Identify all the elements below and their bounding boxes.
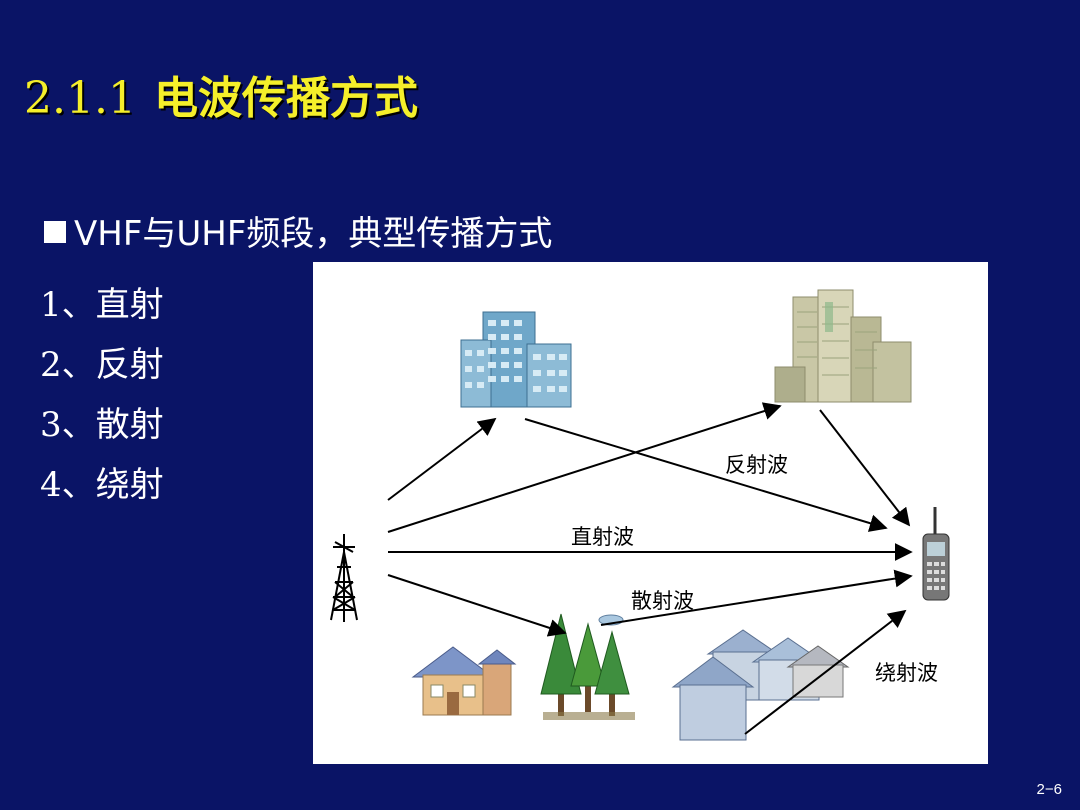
skyscraper-cluster-icon — [774, 289, 912, 403]
diffracted-wave-label: 绕射波 — [875, 661, 938, 685]
list-item: 4、绕射 — [40, 465, 164, 505]
propagation-diagram-svg: 反射波 直射波 散射波 绕射波 — [330, 289, 950, 741]
title-text: 电波传播方式 — [153, 73, 418, 124]
square-bullet-icon — [44, 221, 66, 243]
reflected-wave-label: 反射波 — [725, 453, 788, 477]
page-number: 2−6 — [1036, 781, 1062, 798]
row-houses-icon — [671, 629, 850, 741]
arrow-tower-to-building — [387, 417, 497, 501]
arrow-tower-to-trees — [387, 574, 567, 637]
title-number: 2.1.1 — [24, 73, 136, 124]
list-item: 3、散射 — [40, 405, 164, 445]
arrow-skyscraper-to-phone — [819, 409, 911, 527]
trees-icon — [540, 613, 635, 720]
scattered-wave-label: 散射波 — [631, 589, 694, 613]
list-item: 1、直射 — [40, 285, 164, 325]
house-icon — [411, 646, 517, 716]
direct-wave-label: 直射波 — [571, 525, 634, 549]
subtitle-text: VHF与UHF频段，典型传播方式 — [74, 214, 553, 254]
arrow-diffraction — [744, 609, 907, 735]
list-item: 2、反射 — [40, 345, 164, 385]
arrow-tower-to-skyscraper — [387, 402, 782, 533]
arrow-trees-to-phone — [600, 569, 913, 626]
subtitle: VHF与UHF频段，典型传播方式 — [44, 206, 552, 255]
propagation-diagram: 反射波 直射波 散射波 绕射波 — [313, 262, 988, 764]
antenna-tower-icon — [330, 534, 358, 622]
propagation-list: 1、直射 2、反射 3、散射 4、绕射 — [40, 282, 164, 522]
office-building-icon — [460, 311, 572, 408]
slide-title: 2.1.1 电波传播方式 — [24, 62, 418, 126]
propagation-arrows — [387, 402, 913, 735]
arrow-building-to-phone — [524, 418, 888, 532]
mobile-phone-icon — [922, 507, 950, 601]
